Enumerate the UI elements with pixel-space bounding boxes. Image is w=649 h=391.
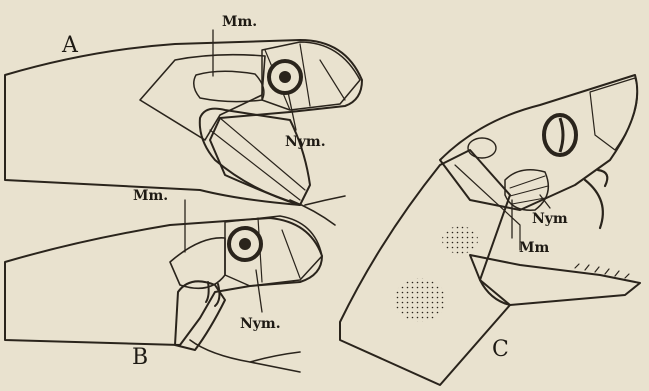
labels: A Mm. Nym. B Mm. Nym. C Nym Mm xyxy=(61,14,568,370)
head-c-fang xyxy=(585,170,607,228)
label-a-nym: Nym. xyxy=(285,134,326,150)
label-a-mm: Mm. xyxy=(222,14,257,30)
head-c xyxy=(340,75,640,385)
head-a xyxy=(5,40,362,225)
head-a-cheek xyxy=(140,55,265,140)
head-b xyxy=(5,216,322,372)
panel-letter-c: C xyxy=(492,337,509,362)
panel-letter-b: B xyxy=(132,345,148,370)
label-c-mm: Mm xyxy=(519,240,549,256)
label-c-nym: Nym xyxy=(532,211,568,227)
head-c-nostril xyxy=(468,138,496,158)
panel-letter-a: A xyxy=(61,33,79,58)
head-a-tongue xyxy=(290,196,345,225)
label-b-nym: Nym. xyxy=(240,316,281,332)
head-a-gland xyxy=(194,71,264,101)
head-c-neck xyxy=(340,150,510,385)
label-b-mm: Mm. xyxy=(133,188,168,204)
head-c-blotch xyxy=(394,278,446,322)
head-b-tongue xyxy=(190,340,300,372)
head-c-snout-pattern xyxy=(590,78,638,150)
